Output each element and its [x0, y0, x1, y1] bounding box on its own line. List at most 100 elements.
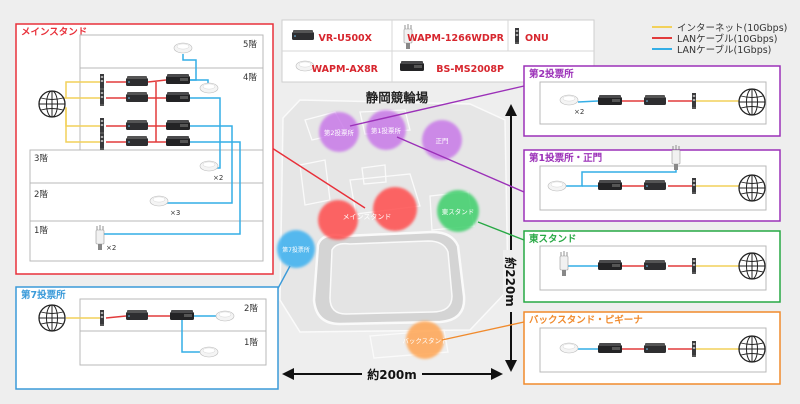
router-icon — [292, 30, 314, 40]
internet-globe-icon — [38, 90, 66, 118]
floor-label-2f: 2階 — [244, 303, 258, 314]
panel-booth1-title: 第1投票所・正門 — [529, 152, 602, 164]
connector-lines — [271, 85, 525, 341]
switch-icon — [166, 120, 190, 130]
internet-globe-icon — [738, 252, 766, 280]
switch-icon — [170, 310, 194, 320]
router-icon — [126, 76, 148, 86]
zone-east-stand-label: 東スタンド — [442, 207, 475, 216]
zone-booth7-label: 第7投票所 — [282, 246, 310, 254]
router-icon — [644, 180, 666, 190]
track-infield — [329, 240, 453, 315]
panel-booth7: 第7投票所 2階 1階 — [15, 286, 279, 390]
panel-east-stand-title: 東スタンド — [528, 233, 577, 245]
switch-icon — [166, 136, 190, 146]
ceiling-ap-icon — [199, 82, 219, 94]
floor-label-1f: 1階 — [244, 337, 258, 348]
count-label-3f: ×2 — [213, 174, 223, 182]
zone-back-stand-label: バックスタンド — [402, 336, 447, 345]
router-icon — [644, 260, 666, 270]
router-icon — [644, 95, 666, 105]
panel-main-stand-title: メインスタンド — [21, 26, 87, 38]
floor-label-3f: 3階 — [34, 153, 48, 164]
switch-icon — [598, 260, 622, 270]
ceiling-ap-icon — [547, 180, 567, 192]
booth2-ap-count: ×2 — [574, 108, 584, 116]
router-icon — [644, 343, 666, 353]
onu-icon — [692, 341, 696, 357]
legend-item-router-label: VR-U500X — [319, 33, 373, 44]
internet-globe-icon — [738, 335, 766, 363]
width-dimension-label: 約200m — [367, 367, 417, 382]
panel-booth2-title: 第2投票所 — [529, 68, 574, 80]
panel-booth7-title: 第7投票所 — [21, 289, 66, 301]
zone-back-stand: バックスタンド — [402, 321, 448, 359]
floor-label-1f: 1階 — [34, 225, 48, 236]
ceiling-ap-icon — [173, 42, 193, 54]
ceiling-ap-icon — [559, 94, 579, 106]
onu-icon — [100, 134, 104, 150]
panel-east-stand: 東スタンド — [523, 230, 781, 303]
zone-booth2-label: 第2投票所 — [324, 128, 355, 137]
panel-back-stand: バックスタンド・ピギーナ — [523, 311, 781, 385]
switch-icon — [166, 92, 190, 102]
router-icon — [126, 310, 148, 320]
count-label-2f: ×3 — [170, 209, 180, 217]
onu-icon — [692, 178, 696, 194]
switch-icon — [166, 74, 190, 84]
zone-main-gate: 正門 — [422, 120, 462, 160]
zone-booth1-label: 第1投票所 — [371, 126, 402, 135]
onu-icon — [100, 310, 104, 326]
onu-icon — [692, 93, 696, 109]
onu-icon — [692, 258, 696, 274]
floor-label-2f: 2階 — [34, 189, 48, 200]
count-label-1f: ×2 — [106, 244, 116, 252]
switch-icon — [598, 95, 622, 105]
zone-east-stand: 東スタンド — [437, 190, 479, 232]
legend-item-outdoor-ap-label: WAPM-1266WDPR — [407, 33, 505, 44]
panel-back-stand-title: バックスタンド・ピギーナ — [529, 314, 643, 326]
legend-item-ceiling-ap-label: WAPM-AX8R — [312, 64, 379, 75]
legend-item-onu-label: ONU — [525, 33, 549, 44]
panel-booth1: 第1投票所・正門 — [523, 144, 781, 222]
internet-globe-icon — [38, 304, 66, 332]
cable-legend-label-lan10g: LANケーブル(10Gbps) — [677, 33, 777, 45]
floor-label-5f: 5階 — [243, 39, 257, 50]
zone-main-stand: メインスタンド — [318, 187, 417, 240]
panel-main-stand: メインスタンド 5階 4階 3階 2階 1階 — [15, 23, 274, 275]
onu-icon — [100, 118, 104, 134]
zone-booth1: 第1投票所 — [366, 110, 406, 150]
ceiling-ap-icon — [199, 160, 219, 172]
router-icon — [126, 136, 148, 146]
zone-main-gate-label: 正門 — [436, 137, 449, 145]
router-icon — [126, 92, 148, 102]
legend-item-switch-label: BS-MS2008P — [436, 64, 504, 75]
floor-label-4f: 4階 — [243, 72, 257, 83]
internet-globe-icon — [738, 88, 766, 116]
internet-globe-icon — [738, 174, 766, 202]
zone-booth7: 第7投票所 — [277, 230, 315, 268]
router-icon — [126, 120, 148, 130]
height-dimension-label: 約220m — [503, 257, 518, 307]
ceiling-ap-icon — [199, 346, 219, 358]
onu-icon — [515, 28, 519, 44]
device-legend: VR-U500X WAPM-1266WDPR ONU WAPM-AX8R BS-… — [281, 19, 595, 83]
zone-booth2: 第2投票所 — [319, 112, 359, 152]
zone-main-stand-label: メインスタンド — [343, 212, 392, 221]
venue-map: 静岡競輪場 約200m 約220m 第2投票所 第1投票所 正門 メインスタンド… — [277, 90, 520, 382]
onu-icon — [100, 90, 104, 106]
switch-icon — [598, 180, 622, 190]
switch-icon — [598, 343, 622, 353]
ceiling-ap-icon — [215, 310, 235, 322]
cable-legend: インターネット(10Gbps) LANケーブル(10Gbps) LANケーブル(… — [652, 23, 787, 56]
ceiling-ap-icon — [559, 342, 579, 354]
cable-legend-label-lan1g: LANケーブル(1Gbps) — [677, 44, 771, 56]
venue-title: 静岡競輪場 — [366, 90, 429, 105]
switch-icon — [400, 61, 424, 71]
onu-icon — [100, 74, 104, 90]
panel-booth2: 第2投票所 ×2 — [523, 65, 781, 137]
cable-legend-label-internet: インターネット(10Gbps) — [677, 23, 787, 34]
ceiling-ap-icon — [149, 195, 169, 207]
